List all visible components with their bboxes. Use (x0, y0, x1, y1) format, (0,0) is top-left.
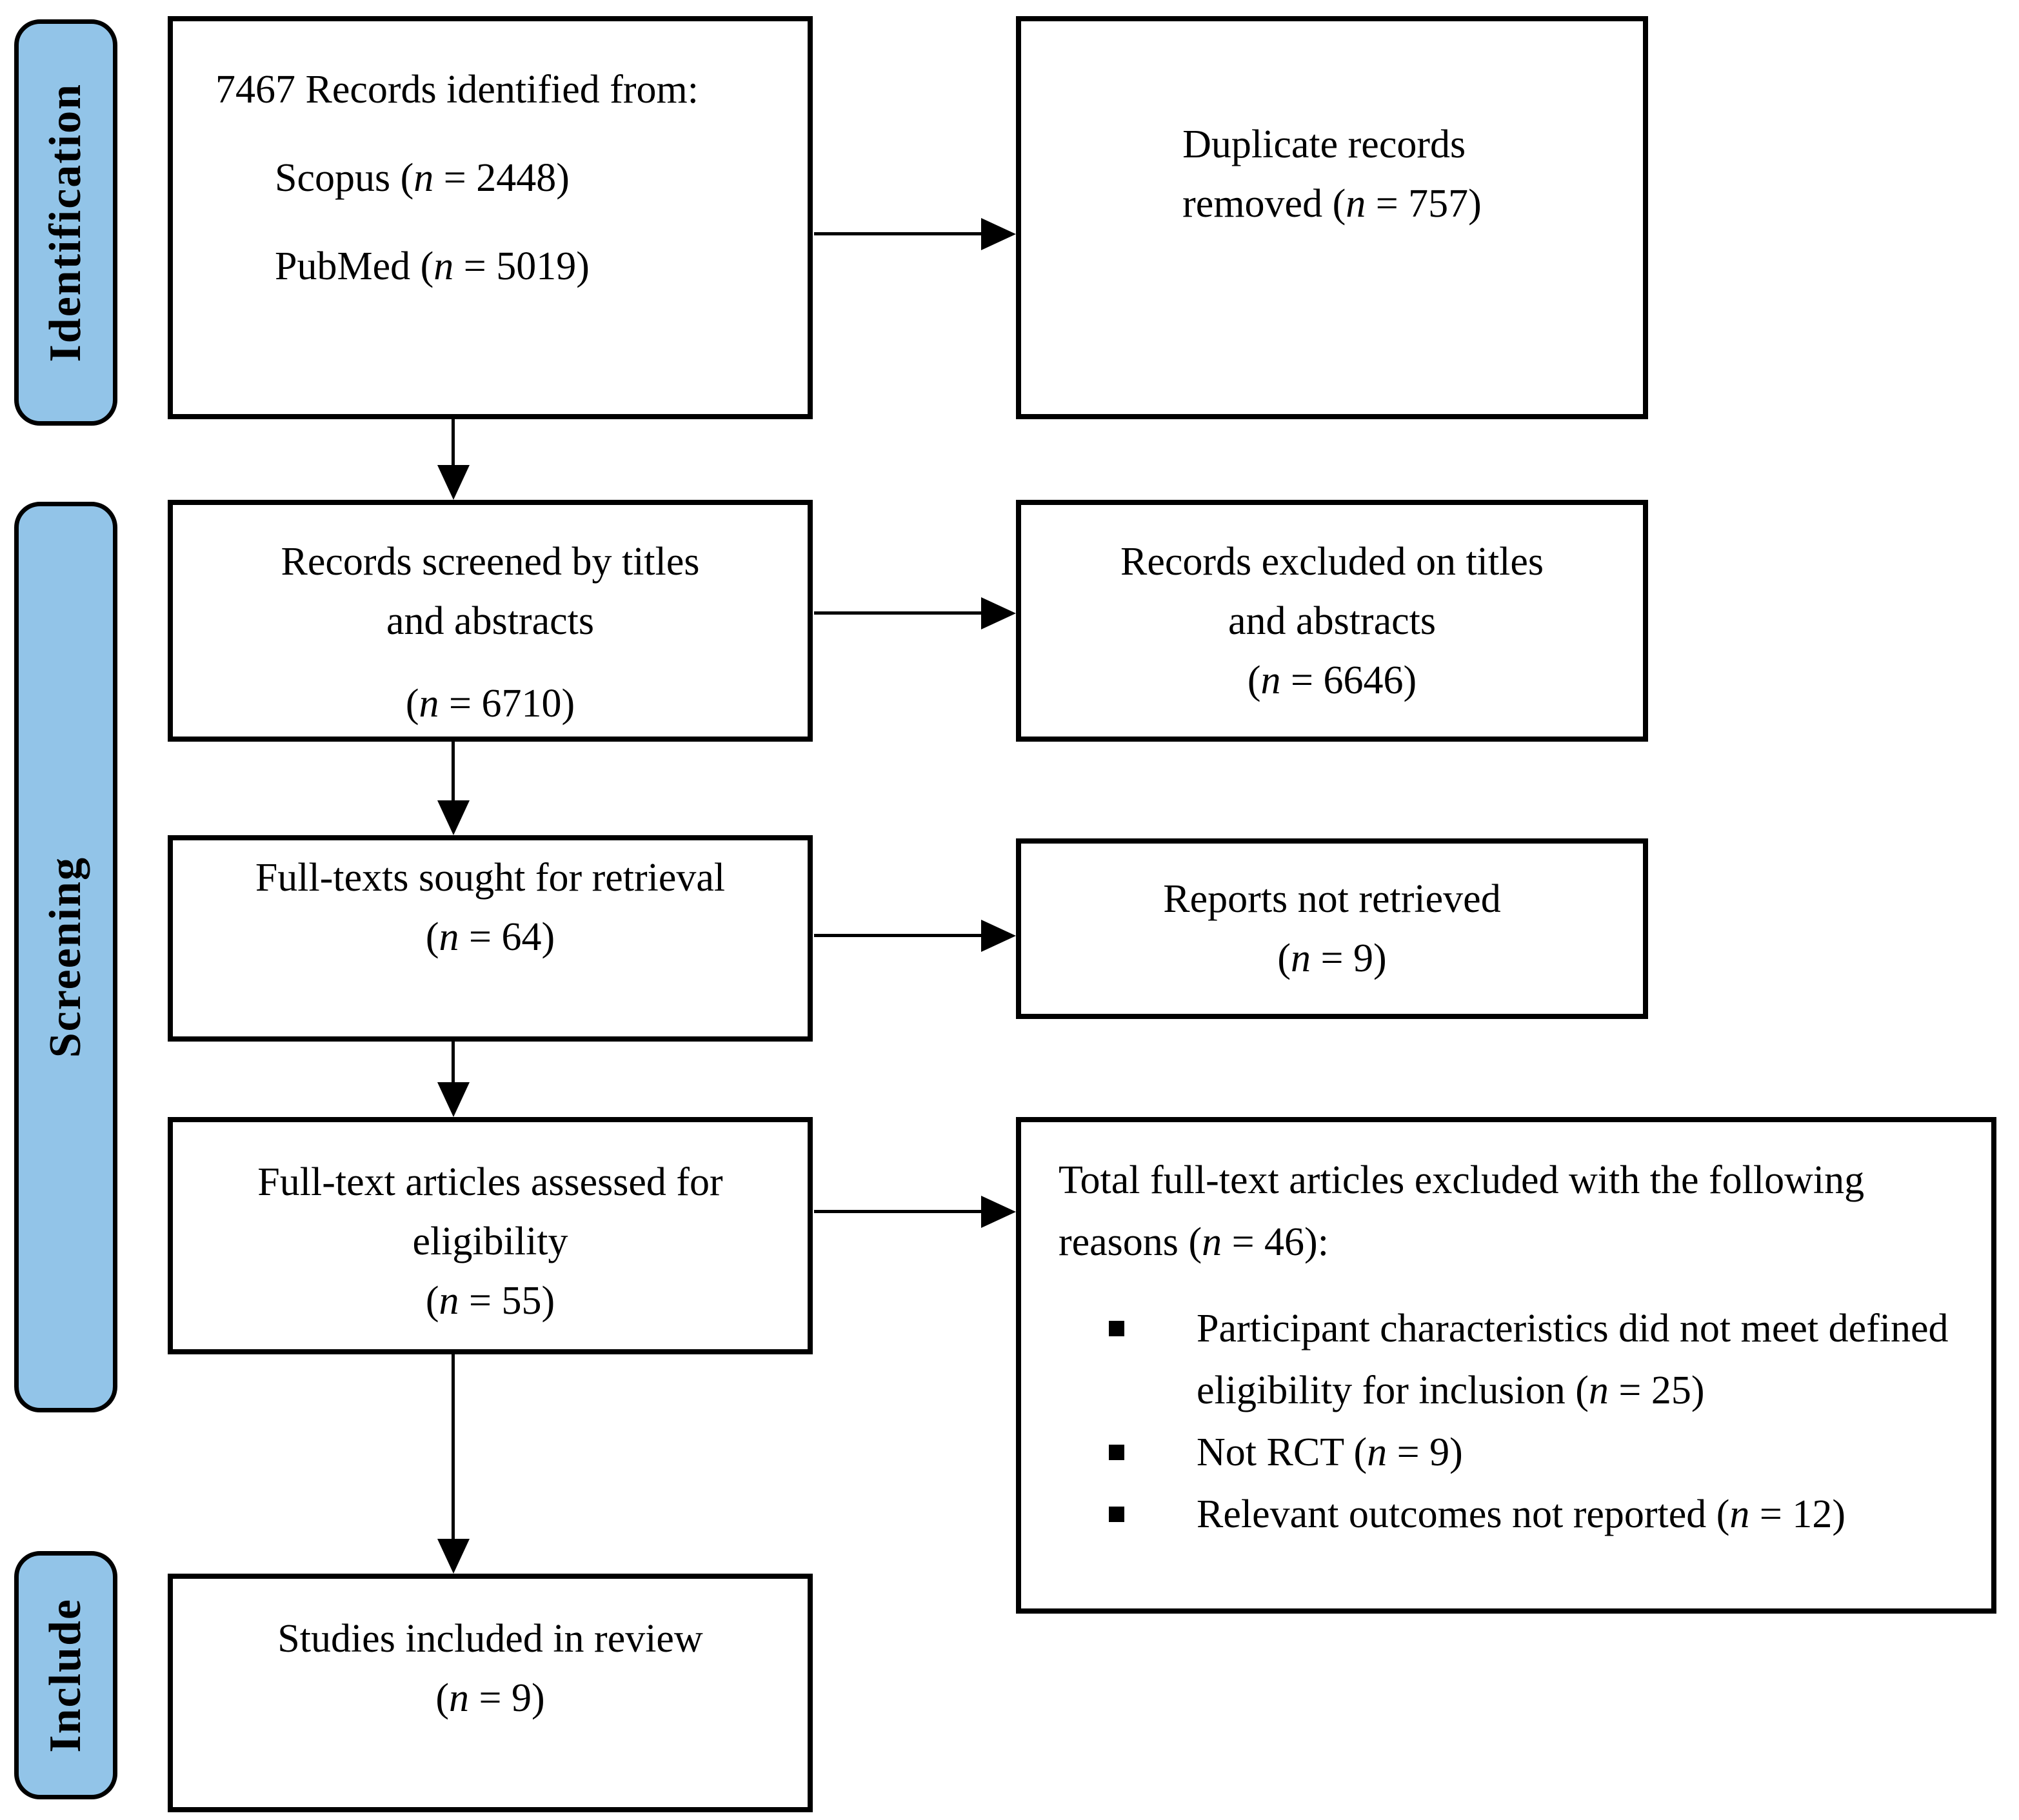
fulltext-excluded-intro: Total full-text articles excluded with t… (1059, 1158, 1865, 1264)
fulltexts-sought-count: (n = 64) (425, 915, 555, 959)
stage-tab-screening: Screening (14, 502, 117, 1412)
reports-not-retrieved-count: (n = 9) (1277, 936, 1387, 980)
records-screened-count: (n = 6710) (405, 682, 575, 726)
right-arrow-screened-to-excluded (814, 597, 1016, 629)
duplicates-removed-line1: Duplicate records (1182, 123, 1466, 166)
stage-label-screening: Screening (41, 856, 90, 1058)
fulltext-excluded-box: Total full-text articles excluded with t… (1016, 1117, 1996, 1614)
records-excluded-count: (n = 6646) (1247, 658, 1417, 702)
arrow-shaft (814, 1210, 988, 1213)
arrowhead-right-icon (981, 597, 1016, 629)
arrow-shaft (452, 419, 455, 471)
records-screened-line2: and abstracts (386, 599, 594, 643)
stage-label-identification: Identification (41, 83, 90, 362)
arrow-shaft (814, 611, 988, 615)
arrow-shaft (452, 1354, 455, 1545)
exclusion-reason-text: Participant characteristics did not meet… (1197, 1307, 1949, 1412)
records-excluded-box: Records excluded on titles and abstracts… (1016, 500, 1648, 742)
source-scopus: Scopus (n = 2448) (275, 156, 570, 200)
arrowhead-down-icon (437, 465, 470, 500)
duplicates-removed-box: Duplicate records removed (n = 757) (1016, 16, 1648, 419)
arrowhead-right-icon (981, 919, 1016, 952)
stage-tab-identification: Identification (14, 19, 117, 426)
exclusion-reason-text: Relevant outcomes not reported (n = 12) (1197, 1492, 1846, 1536)
bullet-square-icon (1109, 1507, 1124, 1522)
arrow-shaft (814, 934, 988, 937)
arrowhead-down-icon (437, 800, 470, 835)
fulltexts-sought-box: Full-texts sought for retrieval (n = 64) (168, 835, 813, 1042)
arrowhead-down-icon (437, 1082, 470, 1117)
records-excluded-line1: Records excluded on titles (1120, 540, 1544, 584)
stage-tab-include: Include (14, 1551, 117, 1799)
duplicates-removed-line2: removed (n = 757) (1182, 182, 1482, 226)
records-identified-box: 7467 Records identified from: Scopus (n … (168, 16, 813, 419)
right-arrow-sought-to-not-retrieved (814, 919, 1016, 952)
arrowhead-right-icon (981, 1195, 1016, 1228)
studies-included-line1: Studies included in review (277, 1617, 703, 1661)
arrow-shaft (452, 742, 455, 807)
stage-label-include: Include (41, 1597, 90, 1753)
fulltexts-sought-line1: Full-texts sought for retrieval (255, 856, 726, 900)
records-excluded-line2: and abstracts (1228, 599, 1436, 643)
arrowhead-down-icon (437, 1539, 470, 1574)
exclusion-reason-item: Participant characteristics did not meet… (1059, 1298, 1959, 1421)
down-arrow-assessed-to-included (437, 1354, 470, 1574)
down-arrow-screened-to-sought (437, 742, 470, 835)
studies-included-box: Studies included in review (n = 9) (168, 1574, 813, 1812)
right-arrow-assessed-to-excluded (814, 1195, 1016, 1228)
exclusion-reason-item: Relevant outcomes not reported (n = 12) (1059, 1483, 1959, 1545)
source-pubmed: PubMed (n = 5019) (275, 244, 590, 288)
duplicates-removed-text: Duplicate records removed (n = 757) (1182, 115, 1482, 233)
arrowhead-right-icon (981, 217, 1016, 250)
studies-included-count: (n = 9) (435, 1676, 545, 1720)
bullet-square-icon (1109, 1445, 1124, 1460)
arrow-shaft (814, 232, 988, 235)
exclusion-reason-list: Participant characteristics did not meet… (1059, 1298, 1959, 1545)
exclusion-reason-text: Not RCT (n = 9) (1197, 1430, 1463, 1474)
down-arrow-identified-to-screened (437, 419, 470, 500)
fulltext-assessed-line1: Full-text articles assessed for (257, 1160, 723, 1204)
fulltext-assessed-count: (n = 55) (425, 1279, 555, 1323)
exclusion-reason-item: Not RCT (n = 9) (1059, 1421, 1959, 1483)
fulltext-assessed-line2: eligibility (412, 1220, 568, 1263)
arrow-shaft (452, 1042, 455, 1089)
records-identified-title: 7467 Records identified from: (215, 68, 699, 112)
records-screened-box: Records screened by titles and abstracts… (168, 500, 813, 742)
down-arrow-sought-to-assessed (437, 1042, 470, 1117)
right-arrow-identified-to-duplicates (814, 217, 1016, 250)
records-screened-line1: Records screened by titles (281, 540, 700, 584)
bullet-square-icon (1109, 1321, 1124, 1336)
fulltext-assessed-box: Full-text articles assessed for eligibil… (168, 1117, 813, 1354)
reports-not-retrieved-line1: Reports not retrieved (1163, 877, 1501, 921)
reports-not-retrieved-box: Reports not retrieved (n = 9) (1016, 838, 1648, 1019)
